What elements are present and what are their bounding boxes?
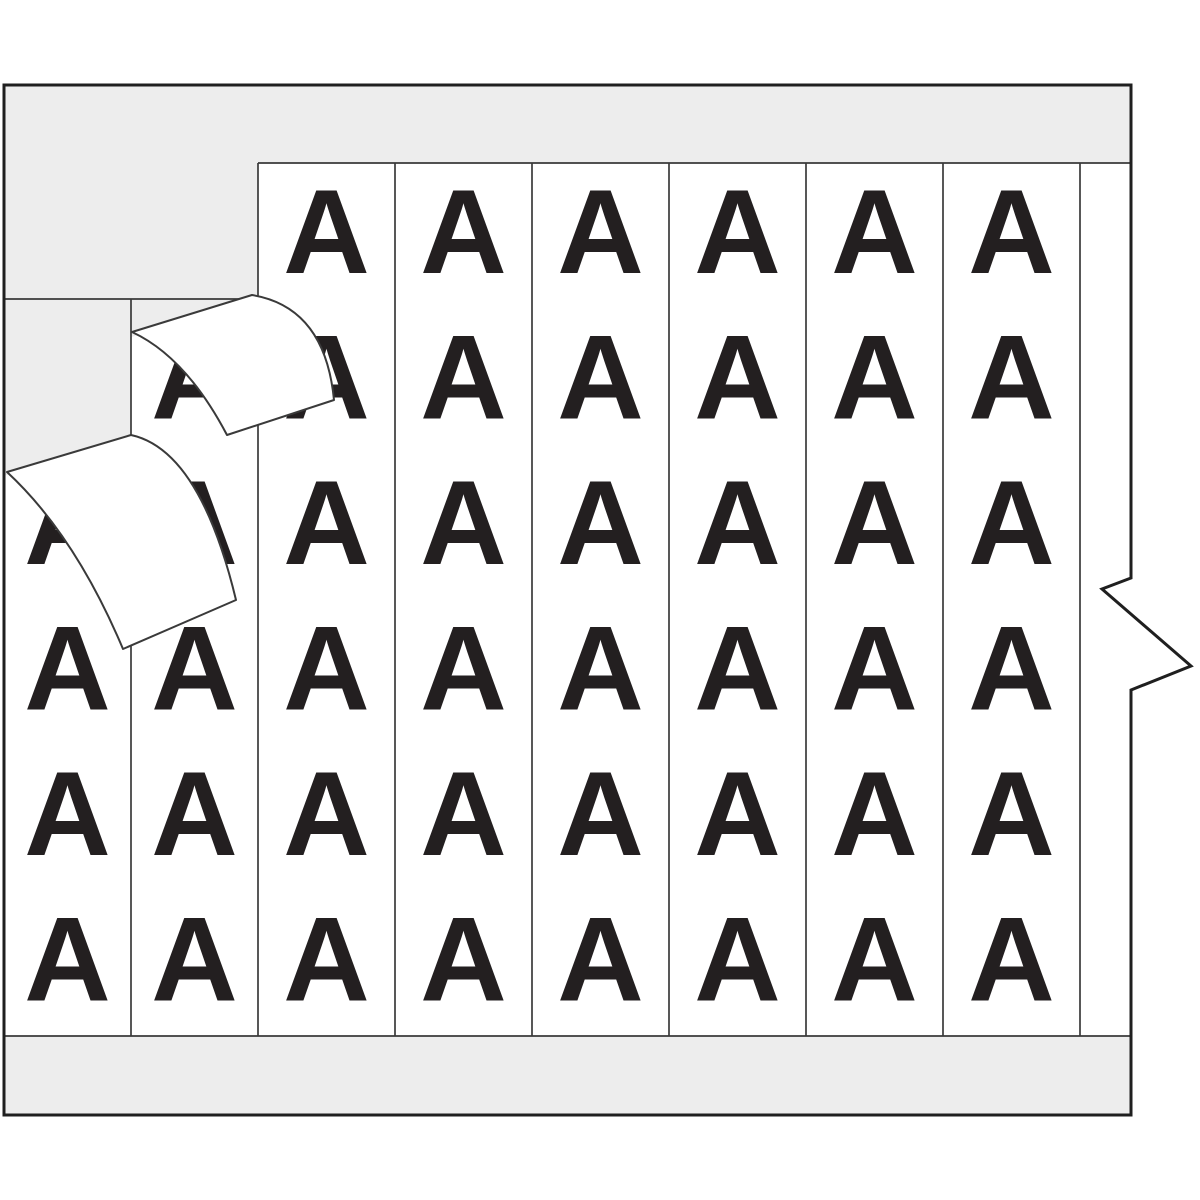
marker-letter: A (24, 601, 111, 735)
marker-letter: A (968, 747, 1055, 881)
marker-letter: A (151, 892, 238, 1026)
label-strip (395, 163, 532, 1036)
marker-letter: A (283, 456, 370, 590)
label-strip (532, 163, 669, 1036)
marker-letter: A (283, 165, 370, 299)
marker-letter: A (968, 601, 1055, 735)
marker-letter: A (831, 601, 918, 735)
marker-letter: A (694, 601, 781, 735)
marker-letter: A (420, 310, 507, 444)
marker-letter: A (283, 747, 370, 881)
marker-letter: A (420, 601, 507, 735)
marker-letter: A (420, 892, 507, 1026)
label-strips (4, 163, 1080, 1036)
marker-letter: A (283, 892, 370, 1026)
marker-letter: A (557, 310, 644, 444)
marker-letter: A (557, 892, 644, 1026)
marker-letter: A (968, 456, 1055, 590)
edge-strip-with-tab (1080, 163, 1191, 1036)
marker-letter: A (694, 165, 781, 299)
marker-letter: A (831, 165, 918, 299)
marker-letter: A (24, 747, 111, 881)
marker-letter: A (557, 601, 644, 735)
marker-letter: A (24, 892, 111, 1026)
grid-lines (4, 162, 1131, 1037)
marker-letter: A (151, 747, 238, 881)
marker-letter: A (694, 310, 781, 444)
card-outline (2, 83, 1194, 1117)
marker-letter: A (968, 310, 1055, 444)
marker-letter: A (831, 747, 918, 881)
label-strip (669, 163, 806, 1036)
marker-letter: A (968, 165, 1055, 299)
marker-letter: A (557, 165, 644, 299)
marker-letter: A (694, 456, 781, 590)
marker-letter: A (968, 892, 1055, 1026)
label-strip (806, 163, 943, 1036)
marker-letter: A (694, 747, 781, 881)
label-strip (943, 163, 1080, 1036)
marker-letter: A (557, 747, 644, 881)
marker-letter: A (831, 310, 918, 444)
marker-letter: A (831, 456, 918, 590)
marker-letter: A (283, 601, 370, 735)
marker-letters: AAAAAAAAAAAAAAAAAAAAAAAAAAAAAAAAAAAAAAAA… (24, 165, 1055, 1027)
marker-letter: A (420, 456, 507, 590)
marker-letter: A (831, 892, 918, 1026)
peeled-label-top (131, 294, 335, 436)
marker-letter: A (420, 747, 507, 881)
marker-letter: A (557, 456, 644, 590)
marker-letter: A (694, 892, 781, 1026)
marker-letter: A (420, 165, 507, 299)
peeled-label-bottom (6, 434, 237, 650)
